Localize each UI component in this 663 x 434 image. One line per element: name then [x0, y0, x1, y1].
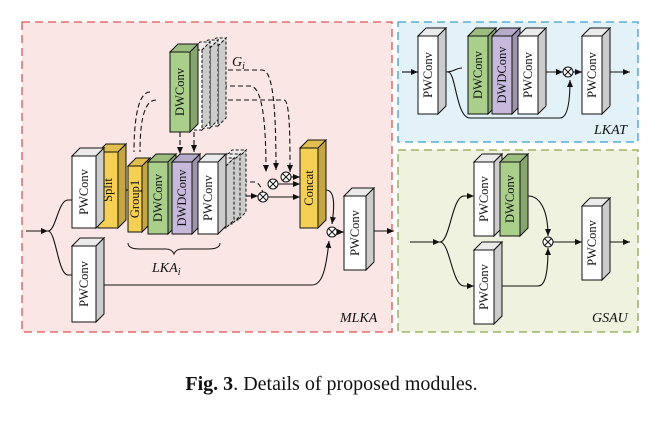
gsau-dw-to-mult: [527, 195, 551, 237]
connection-lines: [26, 67, 630, 289]
gsau-pwconv-3: PWConv: [580, 196, 612, 282]
gi-out-1: [212, 69, 279, 171]
mlka-pwconv-lower-label: PWConv: [77, 260, 91, 307]
lkat-pw-to-dw: [445, 67, 463, 73]
group1-block-label: Group1: [128, 180, 142, 218]
group-label: Gi: [232, 55, 245, 72]
mlka-final-mult-op: [326, 226, 338, 238]
figure-caption: Fig. 3. Details of proposed modules.: [0, 373, 663, 396]
caption-label: Fig. 3: [185, 373, 234, 395]
lkat-pwconv-2: PWConv: [516, 26, 548, 116]
lka-brace: [127, 242, 221, 256]
mlka-to-pwconv: [47, 199, 72, 232]
mlka-pwconv-final-label: PWConv: [348, 209, 362, 256]
gsau-dwconv-block-label: DWConv: [503, 174, 517, 223]
lkat-dwconv-block-label: DWConv: [471, 50, 485, 99]
concat-to-mult: [325, 189, 336, 225]
lkat-dwdconv-block: DWDConv: [490, 26, 522, 116]
gsau-pwconv-2: PWConv: [472, 240, 504, 326]
mlka-lower-path: [98, 240, 332, 286]
gsau-pw-to-mult: [502, 247, 551, 287]
mlka-pwconv-lower: PWConv: [70, 236, 106, 324]
gsau-pwconv-1-label: PWConv: [477, 175, 491, 222]
lkat-pwconv-1-label: PWConv: [421, 51, 435, 98]
lkat-pwconv-2-label: PWConv: [521, 51, 535, 98]
concat-block: Concat: [298, 138, 328, 230]
gi-dwconv-block-label: DWConv: [173, 67, 187, 116]
gsau-lower-path: [439, 241, 474, 289]
lka-label: LKAi: [151, 261, 181, 278]
mlka-mult-op-1: [257, 191, 269, 203]
gi-out-2: [214, 85, 269, 173]
lkat-pwconv-1: PWConv: [416, 26, 448, 116]
mlka-mult-op-2: [267, 178, 279, 190]
lkat-label: LKAT: [593, 123, 628, 138]
operators-layer: [257, 66, 574, 248]
lka-dwdconv-block-label: DWDConv: [175, 169, 189, 227]
lkat-mult-op: [562, 66, 574, 78]
lka-dwdconv-block: DWDConv: [170, 152, 202, 236]
lka-pwconv-block-label: PWConv: [201, 174, 215, 221]
mlka-pwconv-1-label: PWConv: [77, 168, 91, 215]
gsau-dwconv-block: DWConv: [498, 152, 530, 238]
mlka-pwconv-1: PWConv: [70, 146, 106, 230]
gsau-pwconv-1: PWConv: [472, 152, 504, 238]
lkat-pwconv-3-label: PWConv: [585, 51, 599, 98]
mlka-label: MLKA: [339, 311, 378, 326]
lkat-dwdconv-block-label: DWDConv: [495, 46, 509, 104]
lkat-pwconv-3: PWConv: [580, 26, 612, 116]
gsau-pwconv-2-label: PWConv: [477, 263, 491, 310]
mlka-to-lower-pwconv: [47, 230, 72, 276]
concat-block-label: Concat: [302, 170, 316, 206]
lka-dwconv-block-label: DWConv: [151, 173, 165, 222]
gsau-label: GSAU: [592, 311, 629, 326]
group1-block: Group1: [126, 156, 152, 234]
gi-feed-left: [133, 91, 151, 153]
lka-pwconv-block: PWConv: [196, 152, 228, 236]
gi-out-3: [220, 99, 293, 173]
gsau-mult-op: [542, 236, 554, 248]
gsau-pwconv-3-label: PWConv: [585, 219, 599, 266]
lkat-skip-path: [447, 71, 573, 119]
gsau-upper-path: [439, 193, 474, 243]
caption-text: . Details of proposed modules.: [233, 373, 478, 395]
mlka-pwconv-final: PWConv: [342, 186, 376, 272]
gi-feed-left-2: [139, 99, 157, 153]
mlka-mult-op-3: [280, 171, 292, 183]
gi-dwconv-block: DWConv: [168, 42, 200, 134]
